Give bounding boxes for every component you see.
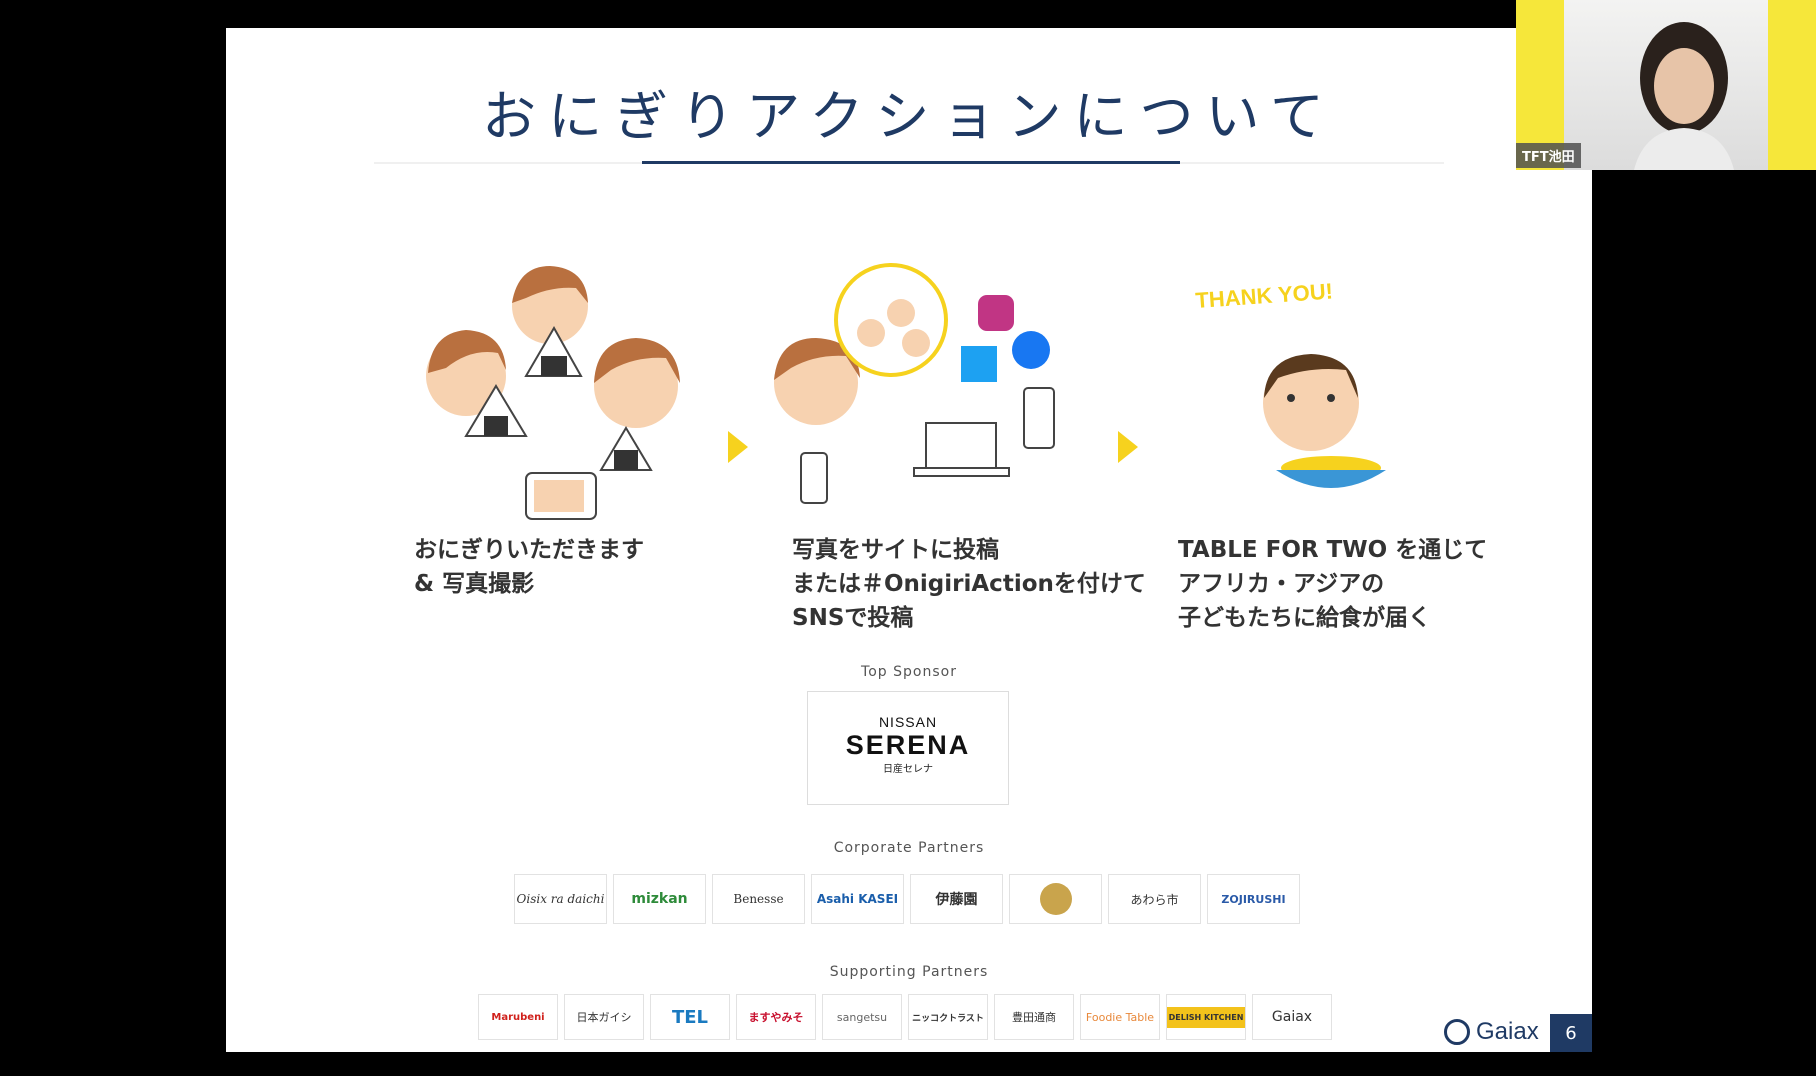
step-3-text: TABLE FOR TWO を通じて アフリカ・アジアの 子どもたちに給食が届く (1178, 533, 1487, 635)
video-poster-left (1516, 0, 1564, 170)
supporting-partners-label: Supporting Partners (829, 964, 989, 980)
slide-title: おにぎりアクションについて (482, 85, 1336, 148)
step-3-line-1: TABLE FOR TWO を通じて (1178, 537, 1488, 563)
partner-logo-gaiax: Gaiax (1252, 994, 1332, 1040)
child-receiving-meal-illustration: THANK YOU! (1195, 278, 1386, 488)
top-sponsor-label: Top Sponsor (861, 664, 957, 680)
top-sponsor-logo: NISSAN SERENA 日産セレナ (807, 691, 1009, 805)
step-2-line-3: SNSで投稿 (792, 605, 914, 631)
gaiax-mark-icon (1444, 1019, 1470, 1045)
partner-logo-gold-seal (1009, 874, 1102, 924)
step-1-line-2: & 写真撮影 (414, 571, 535, 597)
participant-video-tile[interactable] (1516, 0, 1816, 170)
partner-logo-itoen: 伊藤園 (910, 874, 1003, 924)
thank-you-text: THANK YOU! (1195, 278, 1334, 313)
partner-logo-awara: あわら市 (1108, 874, 1201, 924)
corporate-partners-label: Corporate Partners (833, 840, 985, 856)
family-eating-onigiri-illustration (426, 266, 680, 520)
instagram-icon (978, 295, 1014, 331)
corporate-partners-logos: Oisix ra daichi mizkan Benesse Asahi KAS… (514, 874, 1300, 924)
partner-logo-zojirushi: ZOJIRUSHI (1207, 874, 1300, 924)
step-2-text: 写真をサイトに投稿 または＃OnigiriActionを付けて SNSで投稿 (792, 533, 1146, 635)
step-1-text: おにぎりいただきます & 写真撮影 (414, 533, 644, 601)
partner-logo-mizkan: mizkan (613, 874, 706, 924)
partner-logo-marubeni: Marubeni (478, 994, 558, 1040)
partner-logo-asahi-kasei: Asahi KASEI (811, 874, 904, 924)
step-arrow-2 (1118, 431, 1138, 463)
partner-logo-benesse: Benesse (712, 874, 805, 924)
gaiax-brand-text: Gaiax (1476, 1018, 1539, 1045)
step-3-line-2: アフリカ・アジアの (1178, 571, 1385, 597)
title-accent-line (642, 161, 1180, 164)
slide-page-number: 6 (1550, 1014, 1592, 1052)
partner-logo-toyota-tsusho: 豊田通商 (994, 994, 1074, 1040)
step-2-line-2: または＃OnigiriActionを付けて (792, 571, 1146, 597)
partner-logo-delish-kitchen: DELISH KITCHEN (1166, 994, 1246, 1040)
sponsor-brand: NISSAN (878, 714, 938, 730)
partner-logo-nikkoku: ニッコクトラスト (908, 994, 988, 1040)
step-3-line-3: 子どもたちに給食が届く (1178, 605, 1431, 631)
sponsor-product: SERENA (845, 730, 971, 760)
partner-logo-tel: TEL (650, 994, 730, 1040)
gaiax-brand-logo: Gaiax (1444, 1018, 1539, 1046)
gold-seal-icon (1039, 883, 1072, 915)
video-poster-right (1768, 0, 1816, 170)
presentation-slide: おにぎりアクションについて THANK YOU! (226, 28, 1592, 1052)
step-arrow-1 (728, 431, 748, 463)
partner-logo-masuya: ますやみそ (736, 994, 816, 1040)
partner-logo-oisix: Oisix ra daichi (514, 874, 607, 924)
partner-logo-foodie-table: Foodie Table (1080, 994, 1160, 1040)
participant-silhouette (1634, 22, 1734, 170)
posting-photo-illustration (774, 263, 1055, 504)
twitter-icon (961, 346, 997, 382)
partner-logo-ngk: 日本ガイシ (564, 994, 644, 1040)
partner-logo-sangetsu: sangetsu (822, 994, 902, 1040)
step-1-line-1: おにぎりいただきます (414, 537, 644, 563)
sponsor-product-sub: 日産セレナ (883, 764, 933, 775)
participant-name-tag: TFT池田 (1516, 143, 1581, 168)
supporting-partners-logos: Marubeni 日本ガイシ TEL ますやみそ sangetsu ニッコクトラ… (478, 994, 1332, 1040)
step-2-line-1: 写真をサイトに投稿 (792, 537, 999, 563)
facebook-icon (1012, 331, 1050, 369)
